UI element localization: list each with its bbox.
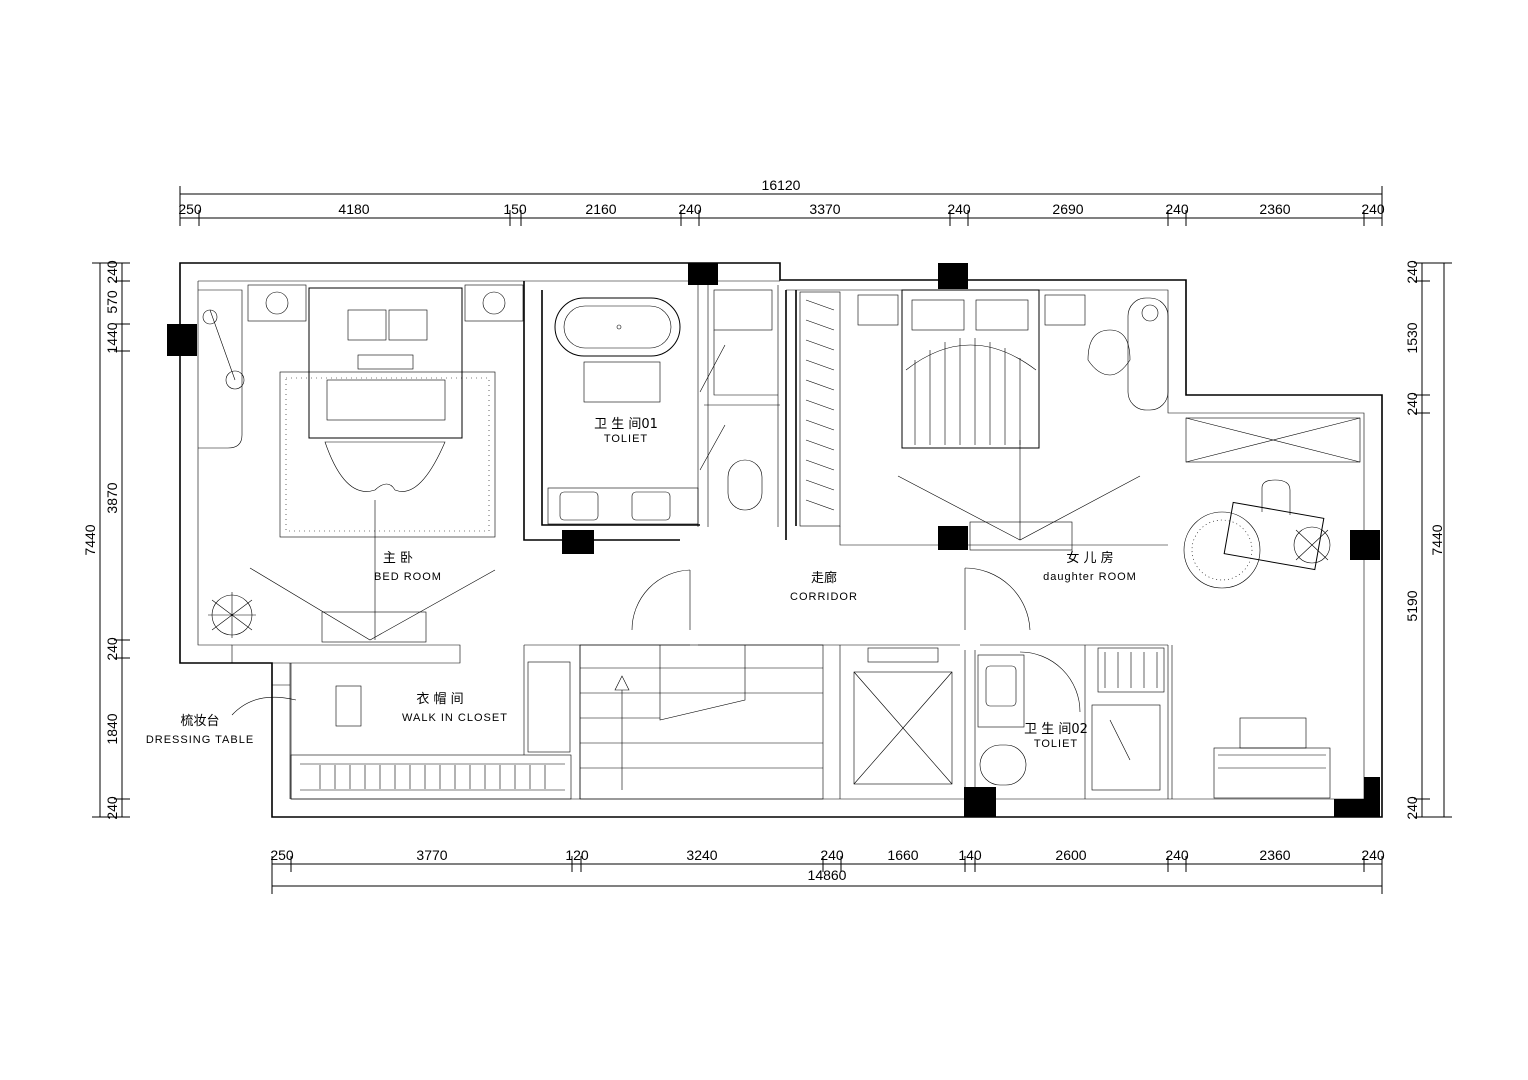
dim-top-2: 4180 xyxy=(338,201,369,217)
dim-top-5: 240 xyxy=(678,201,702,217)
label-bath2-en: TOLIET xyxy=(1034,738,1078,750)
dim-right-total: 7440 xyxy=(1429,524,1445,555)
bathroom-02 xyxy=(977,651,1161,791)
daughter-study xyxy=(1183,417,1361,589)
dim-top-6: 3370 xyxy=(809,201,840,217)
dim-left-3: 1440 xyxy=(104,322,120,353)
dim-bottom-7: 140 xyxy=(958,847,982,863)
dim-top-3: 150 xyxy=(503,201,527,217)
dim-top-11: 240 xyxy=(1361,201,1385,217)
daughter-chair xyxy=(1087,297,1169,411)
dim-left-2: 570 xyxy=(104,290,120,314)
dim-left-7: 240 xyxy=(104,796,120,820)
dim-top-total: 16120 xyxy=(762,177,801,193)
label-bath1-zh: 卫 生 间01 xyxy=(594,417,658,432)
dim-top-8: 2690 xyxy=(1052,201,1083,217)
daughter-bed xyxy=(857,289,1086,449)
daughter-wardrobe xyxy=(799,291,841,527)
daughter-bay-sofa xyxy=(1213,717,1331,799)
master-bay-desk xyxy=(198,289,245,449)
stairs xyxy=(579,644,824,800)
dim-top-7: 240 xyxy=(947,201,971,217)
dim-right-5: 240 xyxy=(1404,796,1420,820)
dim-top-1: 250 xyxy=(178,201,202,217)
walk-in-closet xyxy=(290,661,572,800)
bathroom-01 xyxy=(547,289,778,525)
dim-right-4: 5190 xyxy=(1404,590,1420,621)
dim-bottom-4: 3240 xyxy=(686,847,717,863)
daughter-tv-console xyxy=(897,440,1141,551)
dim-bottom-6: 1660 xyxy=(887,847,918,863)
label-closet-en: WALK IN CLOSET xyxy=(402,712,508,724)
label-dressing-en: DRESSING TABLE xyxy=(146,734,254,746)
master-bed xyxy=(247,284,524,538)
dim-left-4: 3870 xyxy=(104,482,120,513)
dim-right-2: 1530 xyxy=(1404,322,1420,353)
dim-top-4: 2160 xyxy=(585,201,616,217)
label-daughter-zh: 女 儿 房 xyxy=(1066,550,1113,566)
dim-bottom-total: 14860 xyxy=(808,867,847,883)
corridor-doors xyxy=(631,567,1031,631)
dim-bottom-8: 2600 xyxy=(1055,847,1086,863)
label-corridor-zh: 走廊 xyxy=(811,570,837,586)
right-dimensions: 240 1530 240 5190 240 7440 xyxy=(1404,260,1452,820)
master-tv-console xyxy=(249,500,496,643)
dim-right-3: 240 xyxy=(1404,392,1420,416)
dim-top-9: 240 xyxy=(1165,201,1189,217)
label-dressing-zh: 梳妆台 xyxy=(180,714,219,729)
label-closet-zh: 衣 帽 间 xyxy=(416,691,463,707)
label-bath2-zh: 卫 生 间02 xyxy=(1024,722,1088,737)
label-daughter-en: daughter ROOM xyxy=(1043,571,1137,583)
exterior-walls xyxy=(179,262,1383,818)
label-bath1-en: TOLIET xyxy=(604,433,648,445)
interior-walls xyxy=(231,281,1173,799)
daughter-small-closet xyxy=(1097,647,1165,693)
label-corridor-en: CORRIDOR xyxy=(790,591,858,603)
dim-bottom-10: 2360 xyxy=(1259,847,1290,863)
dim-bottom-9: 240 xyxy=(1165,847,1189,863)
top-dimensions: 16120 250 4180 150 2160 240 3370 240 269… xyxy=(178,177,1385,226)
bottom-dimensions: 250 3770 120 3240 240 1660 140 2600 240 … xyxy=(270,847,1385,894)
structural-columns xyxy=(167,263,1380,817)
left-dimensions: 7440 240 570 1440 3870 240 1840 240 xyxy=(82,260,130,820)
dim-left-1: 240 xyxy=(104,260,120,284)
dim-right-1: 240 xyxy=(1404,260,1420,284)
dim-bottom-11: 240 xyxy=(1361,847,1385,863)
dim-left-6: 1840 xyxy=(104,713,120,744)
label-master-en: BED ROOM xyxy=(374,571,442,583)
label-master-zh: 主 卧 xyxy=(383,551,413,566)
dim-left-5: 240 xyxy=(104,637,120,661)
master-plant xyxy=(208,592,256,638)
dim-left-total: 7440 xyxy=(82,524,98,555)
elevator xyxy=(853,647,953,785)
dim-bottom-5: 240 xyxy=(820,847,844,863)
dim-bottom-2: 3770 xyxy=(416,847,447,863)
dim-bottom-1: 250 xyxy=(270,847,294,863)
room-labels: 主 卧 BED ROOM 卫 生 间01 TOLIET 走廊 CORRIDOR … xyxy=(146,417,1137,750)
dim-top-10: 2360 xyxy=(1259,201,1290,217)
dim-bottom-3: 120 xyxy=(565,847,589,863)
